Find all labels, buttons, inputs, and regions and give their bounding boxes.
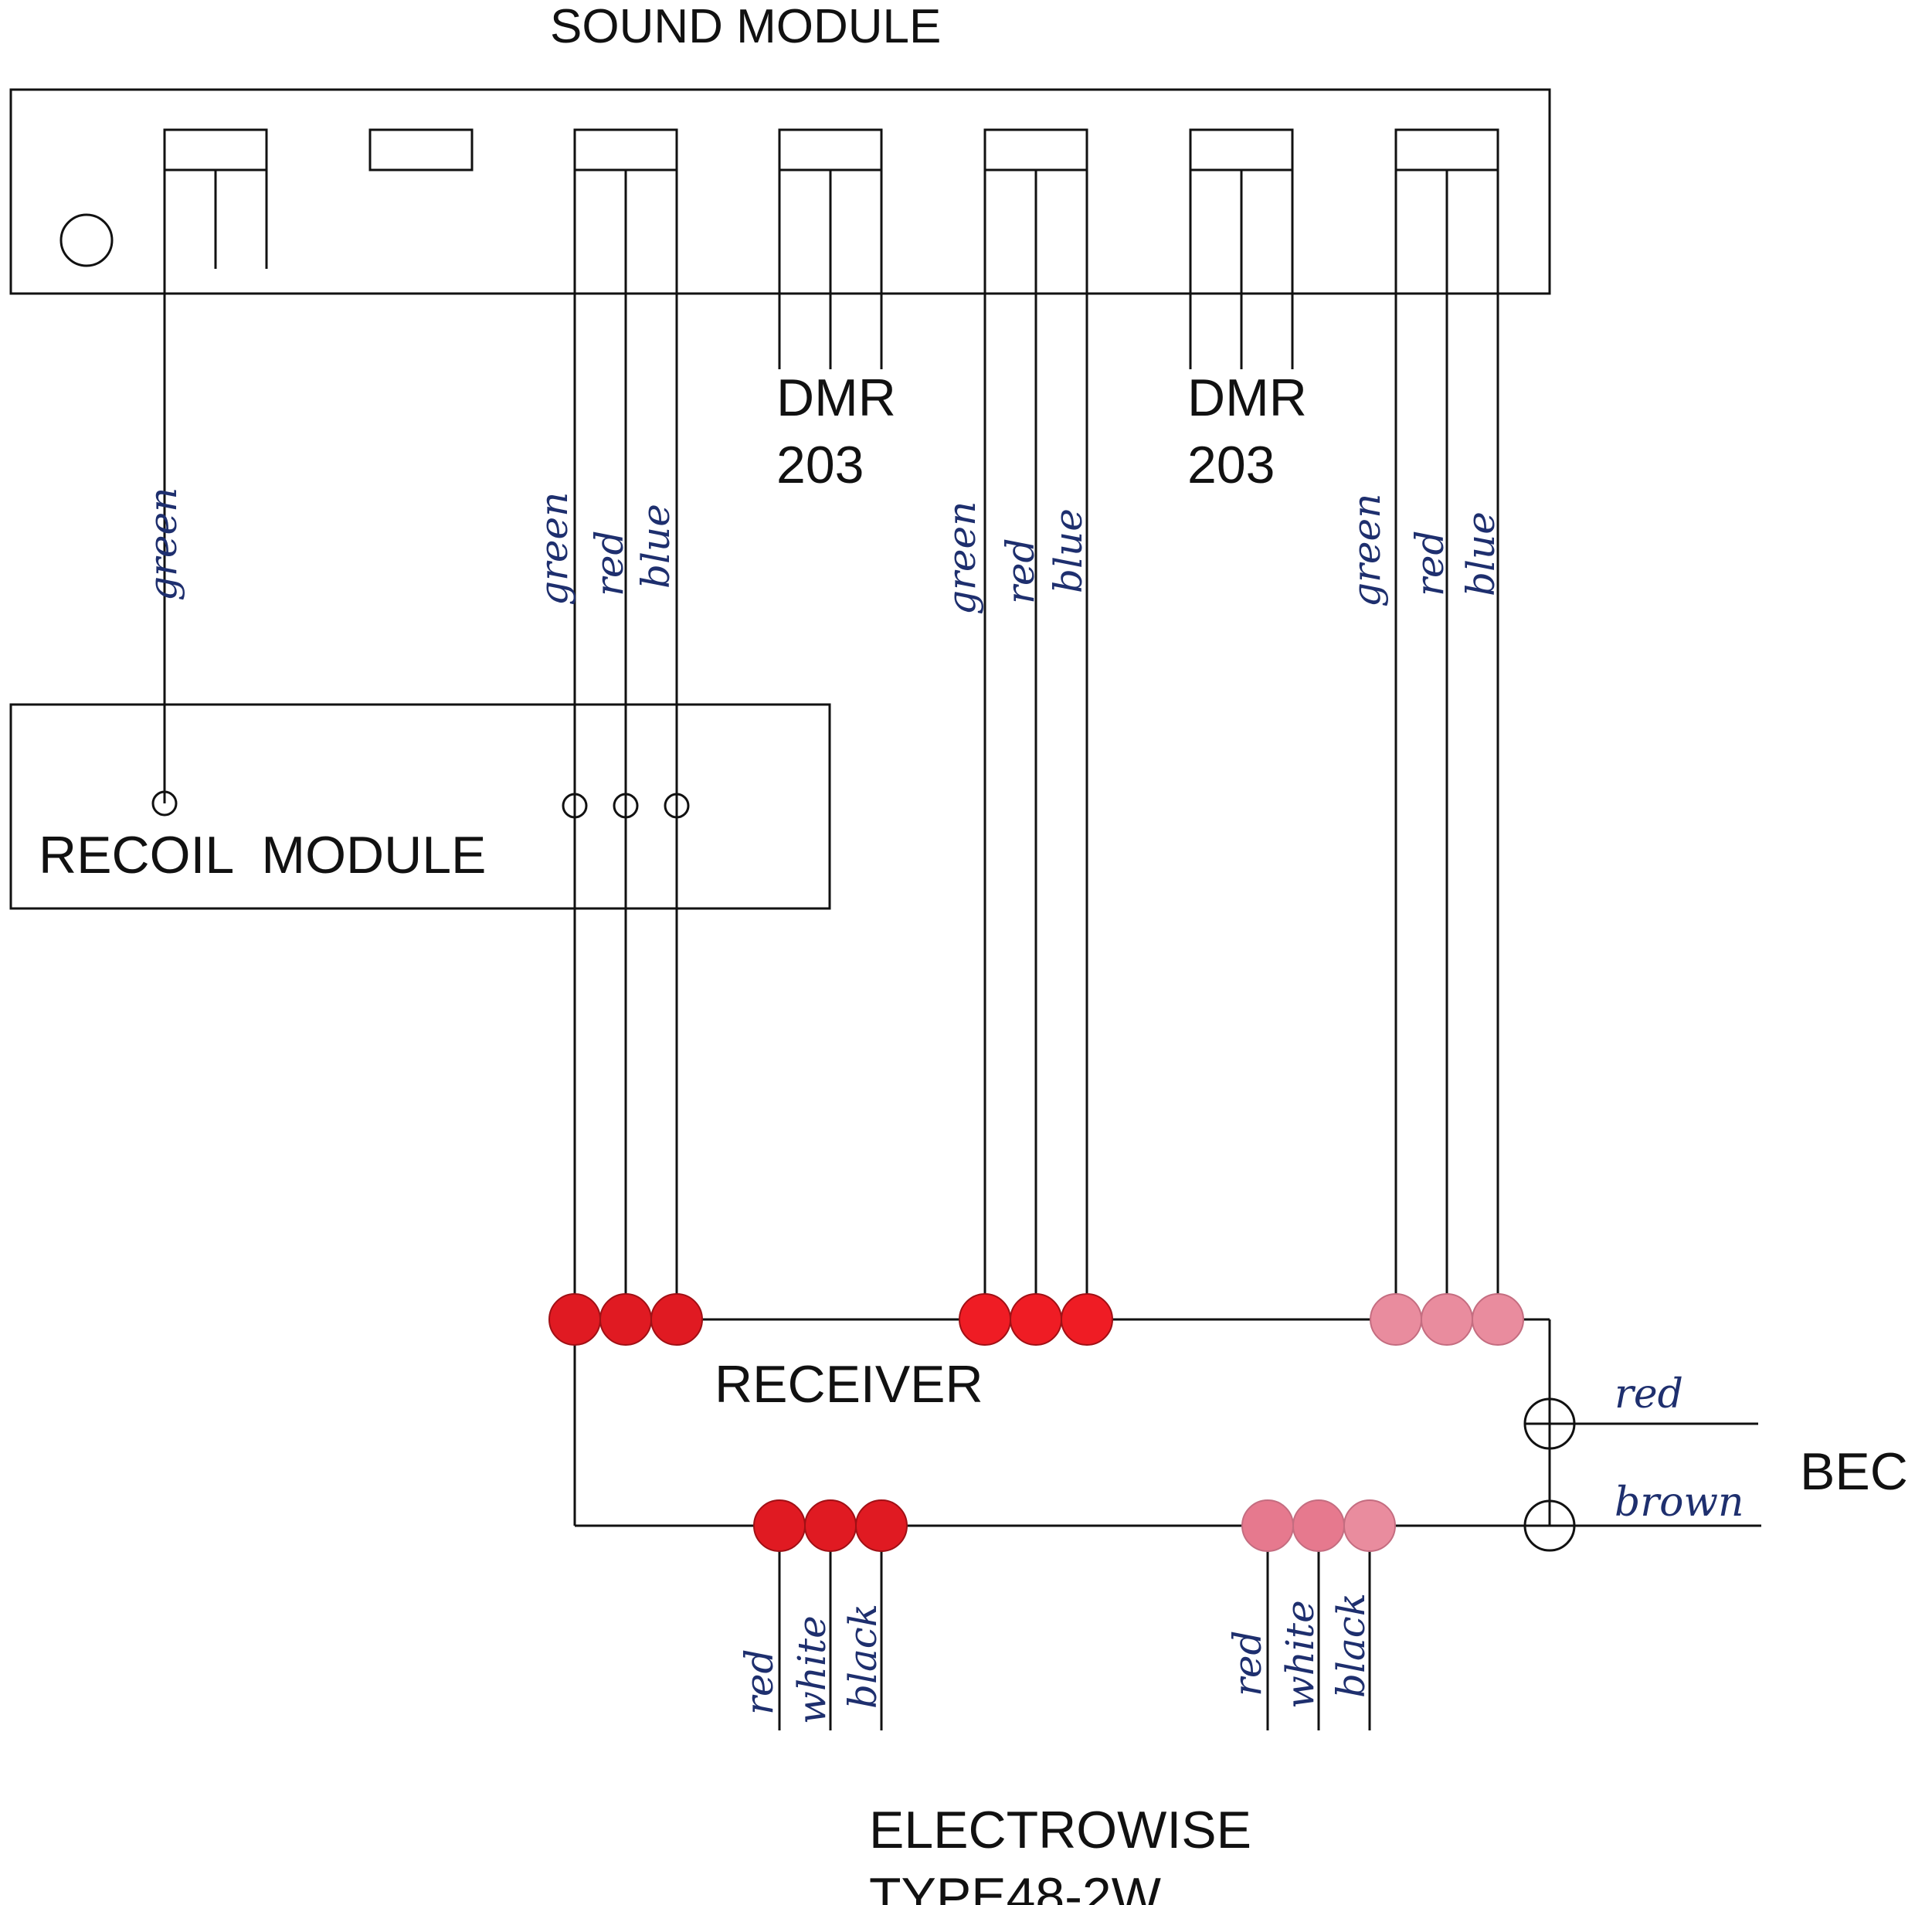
bec-wire-label-brown: brown — [1615, 1479, 1744, 1526]
recoil-module-label: RECOIL MODULE — [39, 826, 486, 885]
sound-module-slot — [368, 128, 474, 171]
wire-label-g2-red: red — [998, 538, 1043, 605]
receiver-label: RECEIVER — [715, 1355, 983, 1414]
receiver-plug-1 — [548, 1293, 703, 1346]
esc-left-label-black: black — [840, 1604, 885, 1709]
connector-2 — [573, 128, 678, 1319]
esc-lead-left — [753, 1499, 908, 1730]
receiver-plug-2 — [959, 1293, 1113, 1346]
wire-label-g3-blue: blue — [1458, 511, 1503, 596]
wire-label-recoil-green: green — [141, 487, 185, 601]
sound-module-knob — [59, 213, 114, 267]
wire-label-g2-green: green — [939, 501, 984, 615]
recoil-pin-4 — [664, 793, 690, 819]
esc-left-label-white: white — [789, 1615, 834, 1724]
servo-label-2: DMR — [1187, 368, 1307, 427]
servo-label-1b: 203 — [776, 436, 864, 494]
bec-label: BEC — [1800, 1442, 1908, 1501]
connector-dmr-2 — [1189, 128, 1294, 369]
wire-label-g1-blue: blue — [633, 504, 678, 589]
esc-label-line2: TYPE48-2W — [869, 1867, 1161, 1905]
connector-4 — [983, 128, 1088, 1319]
wire-label-g2-blue: blue — [1046, 508, 1091, 593]
esc-right-label-black: black — [1329, 1593, 1373, 1698]
recoil-pin-2 — [562, 793, 588, 819]
wire-label-g3-green: green — [1344, 494, 1389, 607]
wire-label-g1-green: green — [531, 492, 576, 606]
connector-dmr-1 — [778, 128, 883, 369]
esc-left-label-red: red — [737, 1649, 782, 1716]
recoil-pin-3 — [613, 793, 639, 819]
receiver-plug-3 — [1370, 1293, 1524, 1346]
connector-6 — [1394, 128, 1499, 1319]
connector-recoil — [163, 128, 268, 803]
esc-right-label-red: red — [1225, 1631, 1270, 1697]
servo-label-2b: 203 — [1187, 436, 1275, 494]
wire-label-g1-red: red — [587, 531, 632, 597]
recoil-module-box — [9, 703, 831, 910]
servo-label-1: DMR — [776, 368, 896, 427]
esc-label: ELECTROWISE — [869, 1801, 1251, 1859]
esc-right-label-white: white — [1278, 1600, 1323, 1709]
wire-label-g3-red: red — [1407, 531, 1452, 597]
esc-lead-right — [1241, 1499, 1396, 1730]
recoil-pin-1 — [151, 790, 178, 817]
sound-module-title: SOUND MODULE — [550, 0, 941, 53]
bec-wire-label-red: red — [1615, 1371, 1683, 1418]
